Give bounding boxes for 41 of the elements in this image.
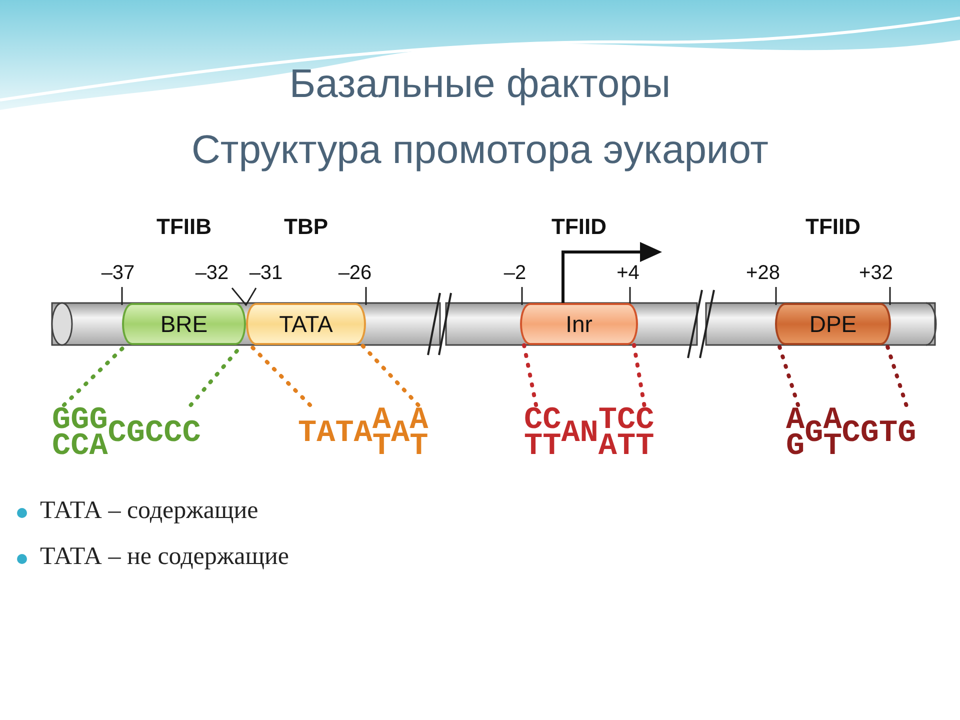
position-number: +28 (746, 262, 780, 285)
position-number: +32 (859, 262, 893, 285)
position-number: –2 (504, 262, 526, 285)
element-label: BRE (160, 310, 208, 338)
leader-line (522, 343, 538, 407)
promoter-element (122, 303, 246, 345)
element-label: DPE (809, 310, 857, 338)
element-label: TATA (279, 310, 333, 338)
leader-line (632, 343, 646, 407)
sequence-text: T (823, 431, 842, 462)
factor-label: TFIID (552, 214, 606, 240)
promoter-element (520, 303, 638, 345)
slide-title: Базальные факторы (288, 62, 672, 107)
factor-label: TFIIB (156, 214, 212, 240)
sequence-text: TATA (298, 418, 372, 449)
position-number: –26 (338, 262, 372, 285)
leader-line (360, 343, 420, 407)
leader-line (777, 343, 800, 407)
sequence-text: CGTG (842, 418, 916, 449)
promoter-element (775, 303, 891, 345)
position-number: –37 (101, 262, 135, 285)
slide-subtitle: Структура промотора эукариот (190, 128, 770, 173)
factor-label: TFIID (806, 214, 860, 240)
position-number: –32 (195, 262, 229, 285)
bullet-text: ТАТА – не содержащие (40, 543, 289, 571)
sequence-text: TT (524, 431, 562, 462)
leader-line (248, 343, 312, 407)
position-number: –31 (249, 262, 283, 285)
sequence-text: T (410, 431, 428, 462)
sequence-text: CGCCC (108, 418, 201, 449)
sequence-text: T (372, 431, 392, 462)
element-label: Inr (566, 310, 592, 338)
position-number: +4 (616, 262, 640, 285)
leader-line (885, 343, 908, 407)
bullet-text: ТАТА – содержащие (40, 497, 258, 525)
sequence-text: AN (561, 418, 598, 449)
promoter-element (246, 303, 366, 345)
sequence-text: G (804, 418, 824, 449)
sequence-text: ATT (598, 431, 654, 462)
factor-label: TBP (284, 214, 328, 240)
sequence-text: A (391, 418, 410, 449)
